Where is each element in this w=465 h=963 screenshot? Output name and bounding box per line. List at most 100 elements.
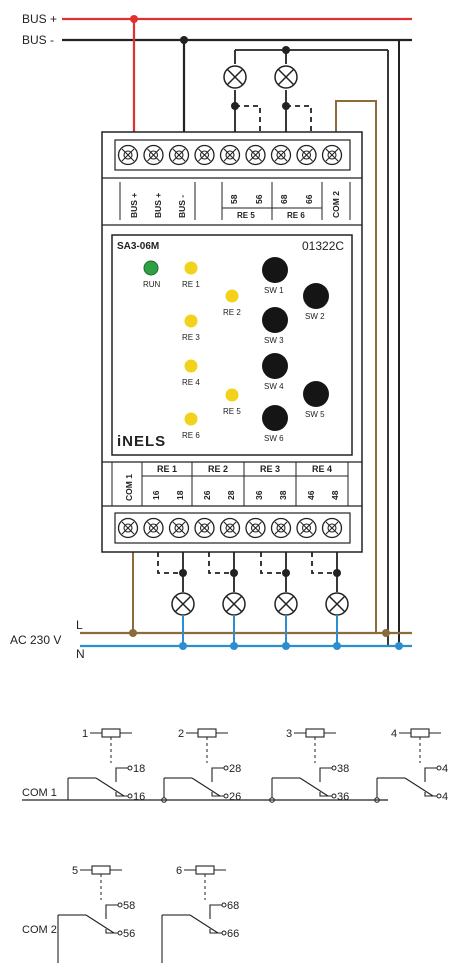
- relay-symbol: 6 68 66: [176, 865, 239, 940]
- terminal-label-36: 36: [254, 490, 264, 500]
- contact-label-nc: 16: [133, 791, 145, 803]
- top-lamp-circuit: [234, 49, 389, 646]
- ac-voltage-label: AC 230 V: [10, 633, 61, 647]
- terminal-label-bus-minus: BUS -: [177, 195, 187, 218]
- lamp-circuit: [311, 552, 349, 650]
- junction-dot: [230, 642, 238, 650]
- button-sw5[interactable]: [303, 381, 329, 407]
- terminal-screw-icon: [117, 517, 139, 539]
- terminal-screw-icon: [321, 144, 343, 166]
- led-re3: [184, 314, 198, 328]
- terminal-screw-icon: [168, 144, 190, 166]
- junction-dot: [230, 569, 238, 577]
- button-sw3[interactable]: [262, 307, 288, 333]
- contact-label-no: 28: [229, 763, 241, 775]
- terminal-label-48: 48: [330, 490, 340, 500]
- group-label-re3: RE 3: [260, 464, 280, 474]
- group-label-re4: RE 4: [312, 464, 332, 474]
- terminal-label-68: 68: [279, 194, 289, 204]
- group-label-re5: RE 5: [237, 211, 255, 220]
- led-label-re5: RE 5: [223, 407, 241, 416]
- led-re6: [184, 412, 198, 426]
- lamp-icon: [222, 592, 246, 616]
- terminal-screw-icon: [270, 144, 292, 166]
- terminal-label-28: 28: [226, 490, 236, 500]
- junction-dot: [179, 642, 187, 650]
- terminal-label-18: 18: [175, 490, 185, 500]
- terminal-screw-icon: [270, 517, 292, 539]
- button-label-sw5: SW 5: [305, 410, 325, 419]
- contact-label-nc: 4: [442, 791, 448, 803]
- contact-label-no: 4: [442, 763, 448, 775]
- terminal-label-com2: COM 2: [331, 191, 341, 218]
- led-re2: [225, 289, 239, 303]
- run-led: [143, 260, 159, 276]
- button-label-sw6: SW 6: [264, 434, 284, 443]
- lamp-icon: [274, 592, 298, 616]
- junction-dot: [333, 642, 341, 650]
- terminal-screw-icon: [245, 144, 266, 166]
- com1-label: COM 1: [22, 787, 57, 799]
- button-sw1[interactable]: [262, 257, 288, 283]
- terminal-label-58: 58: [229, 194, 239, 204]
- terminal-screw-icon: [143, 144, 164, 166]
- led-re5: [225, 388, 239, 402]
- terminal-label-16: 16: [151, 490, 161, 500]
- led-re1: [184, 261, 198, 275]
- button-label-sw2: SW 2: [305, 312, 325, 321]
- terminal-label-com1: COM 1: [124, 474, 134, 501]
- bus-lines: [62, 15, 412, 646]
- contact-label-no: 68: [227, 900, 239, 912]
- junction-dot: [282, 642, 290, 650]
- terminal-label-bus-plus: BUS +: [129, 193, 139, 218]
- button-sw2[interactable]: [303, 283, 329, 309]
- com2-label: COM 2: [22, 924, 57, 936]
- com2-feed-line: [335, 100, 377, 633]
- bottom-terminal-labels: 16 18 26 28 36 38 46 48: [151, 490, 340, 500]
- terminal-screw-icon: [245, 517, 266, 539]
- led-label-re3: RE 3: [182, 333, 200, 342]
- relay-number: 4: [391, 728, 397, 740]
- bus-plus-label: BUS +: [22, 12, 57, 26]
- relay-symbol: 4 4 4: [391, 728, 448, 803]
- bottom-terminal-screws: [117, 517, 343, 539]
- bottom-lamp-circuits: [157, 552, 349, 650]
- terminal-label-56: 56: [254, 194, 264, 204]
- terminal-label-46: 46: [306, 490, 316, 500]
- contact-label-nc: 36: [337, 791, 349, 803]
- lamp-icon: [223, 65, 247, 89]
- terminal-label-bus-plus: BUS +: [153, 193, 163, 218]
- contact-label-no: 18: [133, 763, 145, 775]
- model-label: SA3-06M: [117, 241, 159, 252]
- group-label-re2: RE 2: [208, 464, 228, 474]
- led-re4: [184, 359, 198, 373]
- terminal-label-38: 38: [278, 490, 288, 500]
- group-label-re1: RE 1: [157, 464, 177, 474]
- lamp-circuit: [157, 552, 195, 650]
- brand-logo: iNELS: [117, 433, 166, 450]
- terminal-screw-icon: [194, 144, 215, 166]
- terminal-screw-icon: [143, 517, 164, 539]
- contact-label-no: 58: [123, 900, 135, 912]
- terminal-label-26: 26: [202, 490, 212, 500]
- relay-number: 6: [176, 865, 182, 877]
- contact-label-nc: 56: [123, 928, 135, 940]
- contact-label-nc: 26: [229, 791, 241, 803]
- lamp-icon: [274, 65, 298, 89]
- terminal-screw-icon: [296, 517, 317, 539]
- button-sw6[interactable]: [262, 405, 288, 431]
- junction-dot: [282, 569, 290, 577]
- button-sw4[interactable]: [262, 353, 288, 379]
- top-terminal-labels: BUS + BUS + BUS - 58 56 68 66 COM 2: [129, 191, 341, 218]
- top-terminal-screws: [117, 144, 343, 166]
- contact-label-nc: 66: [227, 928, 239, 940]
- button-label-sw4: SW 4: [264, 382, 284, 391]
- led-label-re2: RE 2: [223, 308, 241, 317]
- lamp-icon: [325, 592, 349, 616]
